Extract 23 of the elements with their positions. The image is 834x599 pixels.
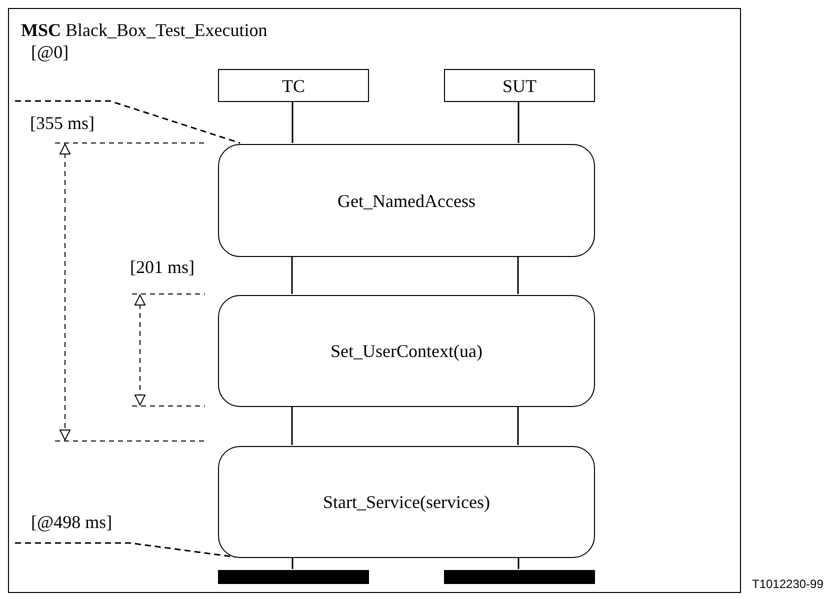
instance-box: SUT	[444, 69, 595, 102]
lifeline	[518, 101, 520, 143]
time-label: [@0]	[16, 41, 111, 102]
lifeline	[292, 101, 294, 143]
duration-label: [201 ms]	[130, 256, 194, 278]
duration-label: [355 ms]	[30, 112, 94, 134]
msc-frame	[8, 8, 741, 593]
reference-box: Set_UserContext(ua)	[218, 295, 595, 407]
lifeline	[517, 406, 519, 445]
lifeline	[517, 256, 519, 294]
frame-title: MSC Black_Box_Test_Execution	[21, 19, 268, 41]
instance-end-bar	[218, 570, 369, 584]
reference-box: Get_NamedAccess	[218, 144, 595, 257]
lifeline	[291, 256, 293, 294]
figure-number: T1012230-99	[752, 576, 824, 592]
lifeline	[518, 557, 520, 569]
reference-box: Start_Service(services)	[218, 446, 595, 558]
leader-line	[15, 100, 240, 144]
instance-box: TC	[218, 69, 369, 102]
instance-end-bar	[444, 570, 595, 584]
lifeline	[291, 406, 293, 445]
time-label: [@498 ms]	[16, 511, 131, 544]
lifeline	[292, 557, 294, 569]
